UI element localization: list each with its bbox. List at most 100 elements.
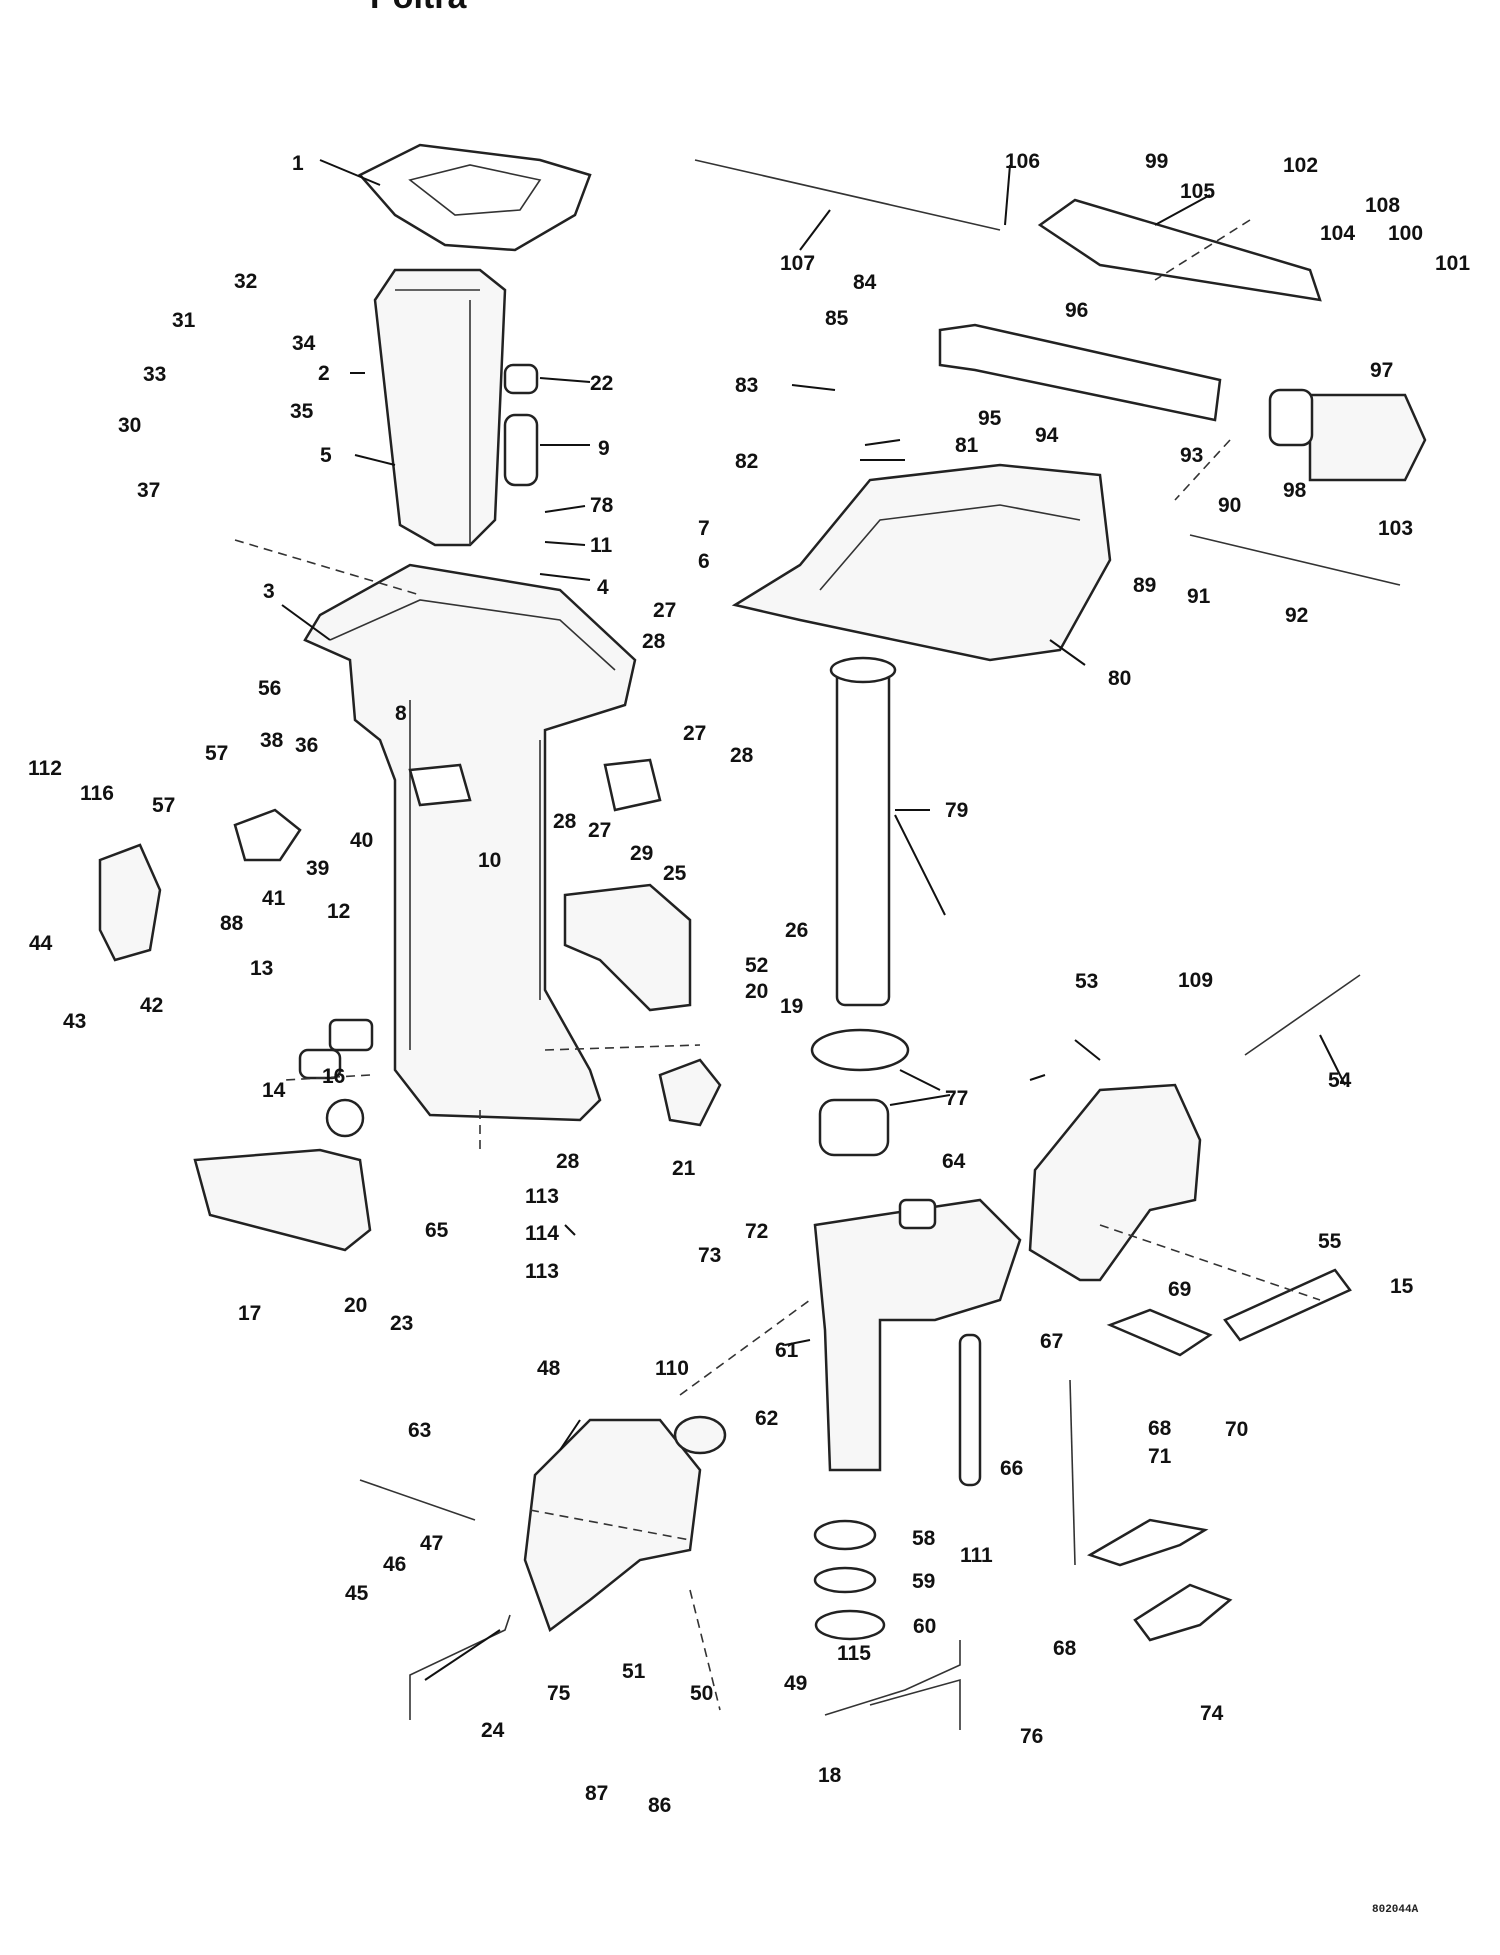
callout-113b: 113 <box>525 1260 559 1283</box>
callout-104: 104 <box>1320 222 1355 245</box>
callout-5: 5 <box>320 444 332 467</box>
callout-38: 38 <box>260 729 284 752</box>
callout-89: 89 <box>1133 574 1156 597</box>
callout-102: 102 <box>1283 154 1318 177</box>
callout-85: 85 <box>825 307 849 330</box>
callout-51: 51 <box>622 1660 646 1683</box>
callout-42: 42 <box>140 994 163 1017</box>
callout-16: 16 <box>322 1065 345 1088</box>
bolt-63 <box>359 1479 476 1521</box>
callout-109: 109 <box>1178 969 1213 992</box>
bushing-77b <box>818 1098 890 1157</box>
rod-92 <box>1189 534 1401 586</box>
callout-53: 53 <box>1075 970 1098 993</box>
callout-57a: 57 <box>205 742 228 765</box>
callout-107: 107 <box>780 252 815 275</box>
mount-29 <box>603 758 662 812</box>
callout-70: 70 <box>1225 1418 1248 1441</box>
callout-82: 82 <box>735 450 758 473</box>
part-110 <box>673 1415 727 1455</box>
callout-110: 110 <box>655 1357 689 1380</box>
callout-66: 66 <box>1000 1457 1023 1480</box>
part-21 <box>658 1058 722 1127</box>
bushing-58 <box>813 1519 877 1551</box>
callout-12: 12 <box>327 900 350 923</box>
callout-32: 32 <box>234 270 257 293</box>
callout-64: 64 <box>942 1150 966 1173</box>
callout-23: 23 <box>390 1312 413 1335</box>
callout-88: 88 <box>220 912 244 935</box>
callout-21: 21 <box>672 1157 696 1180</box>
callout-116: 116 <box>80 782 114 805</box>
callout-101: 101 <box>1435 252 1470 275</box>
callout-24: 24 <box>481 1719 505 1742</box>
callout-1: 1 <box>292 152 304 175</box>
lever-71 <box>1086 1518 1209 1567</box>
callout-48: 48 <box>537 1357 561 1380</box>
callout-35: 35 <box>290 400 314 423</box>
callout-63: 63 <box>408 1419 431 1442</box>
callout-37: 37 <box>137 479 160 502</box>
callout-40: 40 <box>350 829 373 852</box>
callout-27b: 27 <box>588 819 611 842</box>
callout-43: 43 <box>63 1010 86 1033</box>
callout-4: 4 <box>597 576 609 599</box>
bushing-98 <box>1268 388 1314 447</box>
part-shapes <box>98 143 1427 1730</box>
gasket-12 <box>328 1018 374 1052</box>
callout-92: 92 <box>1285 604 1308 627</box>
callout-67: 67 <box>1040 1330 1063 1353</box>
callout-74: 74 <box>1200 1702 1224 1725</box>
callout-28c: 28 <box>730 744 754 767</box>
callout-95: 95 <box>978 407 1002 430</box>
callout-98: 98 <box>1283 479 1307 502</box>
cover-17 <box>193 1148 372 1252</box>
callout-39: 39 <box>306 857 329 880</box>
callout-2: 2 <box>318 362 330 385</box>
bushing-77a <box>810 1028 910 1072</box>
callout-99: 99 <box>1145 150 1168 173</box>
callout-49: 49 <box>784 1672 807 1695</box>
shift-lever-39 <box>233 808 302 862</box>
callout-106: 106 <box>1005 150 1040 173</box>
callout-50: 50 <box>690 1682 713 1705</box>
callout-100: 100 <box>1388 222 1423 245</box>
callout-44: 44 <box>29 932 53 955</box>
callout-28b: 28 <box>553 810 577 833</box>
callout-14: 14 <box>262 1079 286 1102</box>
callout-45: 45 <box>345 1582 369 1605</box>
callout-68b: 68 <box>1053 1637 1077 1660</box>
gasket-1 <box>357 143 592 252</box>
callout-77: 77 <box>945 1087 968 1110</box>
callout-26: 26 <box>785 919 808 942</box>
callout-6: 6 <box>698 550 710 573</box>
callout-81: 81 <box>955 434 979 457</box>
callout-28a: 28 <box>642 630 666 653</box>
callout-10: 10 <box>478 849 501 872</box>
midsection-housing-3 <box>303 563 637 1122</box>
callout-112: 112 <box>28 757 62 780</box>
link-66 <box>1069 1379 1076 1566</box>
tiller-arm-94 <box>938 323 1222 422</box>
callout-8: 8 <box>395 702 407 725</box>
callout-103: 103 <box>1378 517 1413 540</box>
callout-83: 83 <box>735 374 758 397</box>
callout-91: 91 <box>1187 585 1211 608</box>
tiller-cover-105 <box>1037 198 1322 302</box>
part-8 <box>408 763 472 807</box>
callout-94: 94 <box>1035 424 1059 447</box>
callout-113a: 113 <box>525 1185 559 1208</box>
plug-16 <box>325 1098 365 1138</box>
pivot-tube-79 <box>835 668 891 1007</box>
callout-labels: 1 2 3 4 5 6 7 8 9 10 11 12 13 14 15 16 1… <box>28 150 1470 1817</box>
callout-33: 33 <box>143 363 166 386</box>
callout-15: 15 <box>1390 1275 1414 1298</box>
stern-bracket-61 <box>813 1198 1022 1472</box>
tilt-rod-24 <box>409 1614 511 1720</box>
callout-115: 115 <box>837 1642 871 1665</box>
assembly-lines <box>234 219 1321 1711</box>
callout-80: 80 <box>1108 667 1131 690</box>
spring-111 <box>958 1333 982 1487</box>
swivel-bracket-80 <box>731 463 1112 662</box>
